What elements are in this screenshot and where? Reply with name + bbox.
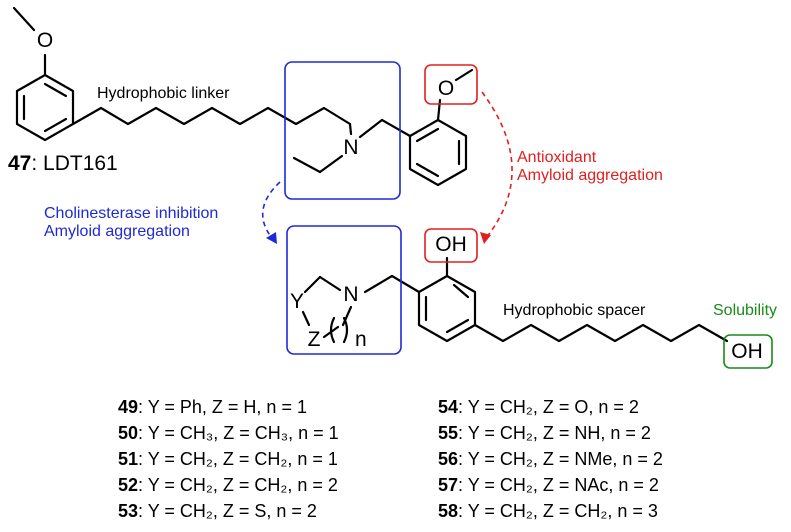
compound-substituents: : Y = CH₃, Z = CH₃, n = 1 [138, 423, 339, 443]
hydrophobic-linker-label: Hydrophobic linker [97, 85, 230, 102]
compound-substituents: : Y = CH₂, Z = CH₂, n = 2 [138, 475, 338, 495]
compound-substituents: : Y = CH₂, Z = NH, n = 2 [458, 423, 651, 443]
bottom-molecule: OH N Y Z n Hydrophobic spacer OH [290, 233, 763, 363]
ring-amine-highlight-box [286, 225, 402, 355]
compound-number: 57 [438, 475, 458, 495]
compound-number: 50 [118, 423, 138, 443]
atom-o-red: O [438, 77, 454, 100]
amine-highlight-box [284, 61, 401, 200]
compound-number: 51 [118, 449, 138, 469]
oh-highlight-box [424, 228, 478, 263]
atom-z-ring: Z [308, 328, 321, 351]
atom-oh-top: OH [435, 233, 467, 256]
compound-number: 54 [438, 397, 458, 417]
compound-number: 49 [118, 397, 138, 417]
blue-arrowhead [266, 232, 277, 244]
compound-55-row: 55: Y = CH₂, Z = NH, n = 2 [438, 423, 651, 443]
compound-number: 53 [118, 501, 138, 521]
compound-51-row: 51: Y = CH₂, Z = CH₂, n = 1 [118, 449, 338, 469]
benzene-ring-right [408, 118, 468, 187]
red-annotation-line1: Antioxidant [517, 149, 597, 166]
benzene-ring-left [15, 73, 75, 142]
atom-o-methoxy: O [37, 29, 53, 52]
hydrophobic-spacer-chain [473, 323, 729, 343]
compound-number: 58 [438, 501, 458, 521]
compound-substituents: : Y = CH₂, Z = NAc, n = 2 [458, 475, 659, 495]
atom-y-ring: Y [290, 290, 304, 313]
blue-annotation-line1: Cholinesterase inhibition [44, 205, 218, 222]
compound-number: 56 [438, 449, 458, 469]
atom-oh-right: OH [731, 340, 763, 363]
blue-dashed-arrow [261, 181, 281, 239]
compound-substituents: : Y = CH₂, Z = CH₂, n = 1 [138, 449, 338, 469]
compound-54-row: 54: Y = CH₂, Z = O, n = 2 [438, 397, 639, 417]
red-annotation-line2: Amyloid aggregation [517, 167, 663, 184]
top-molecule: O Hydrophobic linker N O 47: LDT161 [8, 6, 474, 187]
atom-n-top: N [343, 136, 358, 159]
blue-annotation-line2: Amyloid aggregation [44, 223, 190, 240]
hydrophobic-linker-chain [71, 106, 352, 126]
red-dashed-arrow [481, 91, 513, 239]
compound-52-row: 52: Y = CH₂, Z = CH₂, n = 2 [118, 475, 338, 495]
compound-substituents: : Y = CH₂, Z = NMe, n = 2 [458, 449, 663, 469]
compound-substituents: : Y = CH₂, Z = S, n = 2 [138, 501, 317, 521]
red-arrowhead [480, 232, 491, 244]
compound-substituents: : Y = Ph, Z = H, n = 1 [138, 397, 307, 417]
compound-53-row: 53: Y = CH₂, Z = S, n = 2 [118, 501, 317, 521]
compound-list: 49: Y = Ph, Z = H, n = 150: Y = CH₃, Z =… [118, 397, 663, 521]
ring-n-subscript: n [355, 328, 367, 351]
solubility-highlight-box [723, 334, 773, 369]
compound-50-row: 50: Y = CH₃, Z = CH₃, n = 1 [118, 423, 339, 443]
methoxy-highlight-box [424, 64, 478, 105]
compound-number: 52 [118, 475, 138, 495]
compound-substituents: : Y = CH₂, Z = CH₂, n = 3 [458, 501, 658, 521]
atom-n-ring: N [343, 283, 358, 306]
compound-56-row: 56: Y = CH₂, Z = NMe, n = 2 [438, 449, 663, 469]
hydrophobic-spacer-label: Hydrophobic spacer [503, 302, 646, 319]
compound-57-row: 57: Y = CH₂, Z = NAc, n = 2 [438, 475, 659, 495]
compound-58-row: 58: Y = CH₂, Z = CH₂, n = 3 [438, 501, 658, 521]
solubility-label: Solubility [713, 302, 777, 319]
ring-bracket-left [329, 316, 336, 344]
compound-number: 55 [438, 423, 458, 443]
compound-substituents: : Y = CH₂, Z = O, n = 2 [458, 397, 639, 417]
compound-47-label: 47: LDT161 [8, 152, 118, 175]
compound-49-row: 49: Y = Ph, Z = H, n = 1 [118, 397, 307, 417]
